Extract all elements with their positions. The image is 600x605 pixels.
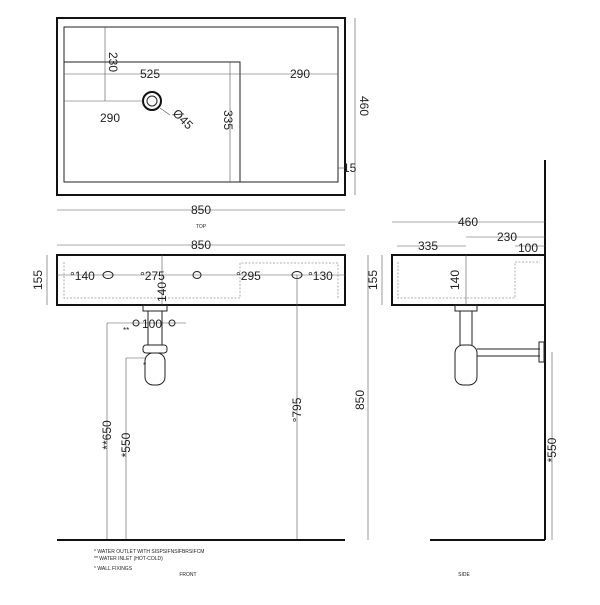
dim-fixing-height: °795 bbox=[290, 397, 304, 422]
dim-drain-offset-x: 290 bbox=[100, 111, 120, 125]
drain-inner-icon bbox=[146, 95, 158, 107]
dim-inlet-height: **650 bbox=[100, 420, 114, 450]
note-water-inlet: ** WATER INLET (HOT-COLD) bbox=[94, 556, 163, 562]
dim-drain-depth: 140 bbox=[155, 282, 169, 302]
inlet-marker: ** bbox=[123, 326, 129, 335]
dim-side-offset: 100 bbox=[518, 241, 538, 255]
note-wall-fixings: ° WALL FIXINGS bbox=[94, 566, 133, 572]
dim-drain-diameter: Ø45 bbox=[170, 106, 196, 132]
dim-side-basin: 335 bbox=[418, 239, 438, 253]
top-inner-rim bbox=[63, 26, 339, 183]
dim-basin-depth: 335 bbox=[221, 110, 235, 130]
dim-hole-4: °130 bbox=[308, 269, 333, 283]
dim-side-depth: 460 bbox=[458, 215, 478, 229]
front-view-label: FRONT bbox=[179, 572, 196, 578]
fixing-hole-icon bbox=[102, 271, 114, 279]
dim-inlet-spacing: 100 bbox=[142, 317, 162, 331]
dim-hole-1: °140 bbox=[70, 269, 95, 283]
dim-total-height: 850 bbox=[353, 390, 367, 410]
dim-drain-offset-y: 230 bbox=[106, 52, 120, 72]
dim-line bbox=[159, 107, 171, 116]
side-basin-hidden bbox=[397, 261, 540, 299]
shelf-line bbox=[64, 61, 241, 182]
dim-shelf-width: 290 bbox=[290, 67, 310, 81]
top-outline bbox=[56, 17, 346, 196]
note-water-outlet: * WATER OUTLET WITH SISPSIFNSIFBRSIFCM bbox=[94, 549, 204, 555]
side-drain-flange bbox=[454, 304, 478, 312]
dim-rim: 15 bbox=[343, 161, 357, 175]
outlet-marker: * bbox=[143, 361, 146, 370]
dim-hole-2: °275 bbox=[140, 269, 165, 283]
dim-basin-width: 525 bbox=[140, 67, 160, 81]
dim-front-height: 155 bbox=[31, 270, 45, 290]
side-trap-icon bbox=[454, 344, 478, 386]
fixing-hole-icon bbox=[192, 271, 202, 279]
side-view-label: SIDE bbox=[458, 572, 470, 578]
front-outline bbox=[56, 254, 346, 306]
side-view: 460 335 230 100 155 140 *550 SIDE bbox=[366, 160, 559, 578]
front-basin-hidden bbox=[63, 262, 339, 299]
dim-side-outlet-height: *550 bbox=[545, 437, 559, 462]
drain-icon bbox=[142, 91, 162, 111]
front-view: 850 155 °140 °275 °295 °130 140 100 ** *… bbox=[31, 238, 369, 578]
wall-flange bbox=[538, 341, 545, 363]
top-view-label: TOP bbox=[196, 224, 207, 230]
trap-bottle bbox=[144, 352, 166, 386]
inlet-icon bbox=[132, 319, 140, 327]
dim-side-drain-depth: 140 bbox=[448, 270, 462, 290]
drain-flange bbox=[142, 304, 168, 312]
dim-hole-3: °295 bbox=[236, 269, 261, 283]
legend-notes: * WATER OUTLET WITH SISPSIFNSIFBRSIFCM *… bbox=[94, 549, 204, 572]
dim-side-shelf: 230 bbox=[497, 230, 517, 244]
dim-top-depth: 460 bbox=[357, 96, 371, 116]
dim-outlet-height: *550 bbox=[119, 432, 133, 457]
dim-top-width: 850 bbox=[191, 203, 211, 217]
inlet-icon bbox=[168, 319, 176, 327]
top-view: 850 460 15 230 525 290 290 335 Ø45 TOP bbox=[56, 17, 371, 230]
trap-icon bbox=[142, 344, 168, 354]
dim-front-width: 850 bbox=[191, 238, 211, 252]
side-outline bbox=[391, 254, 546, 306]
dim-side-height: 155 bbox=[366, 270, 380, 290]
